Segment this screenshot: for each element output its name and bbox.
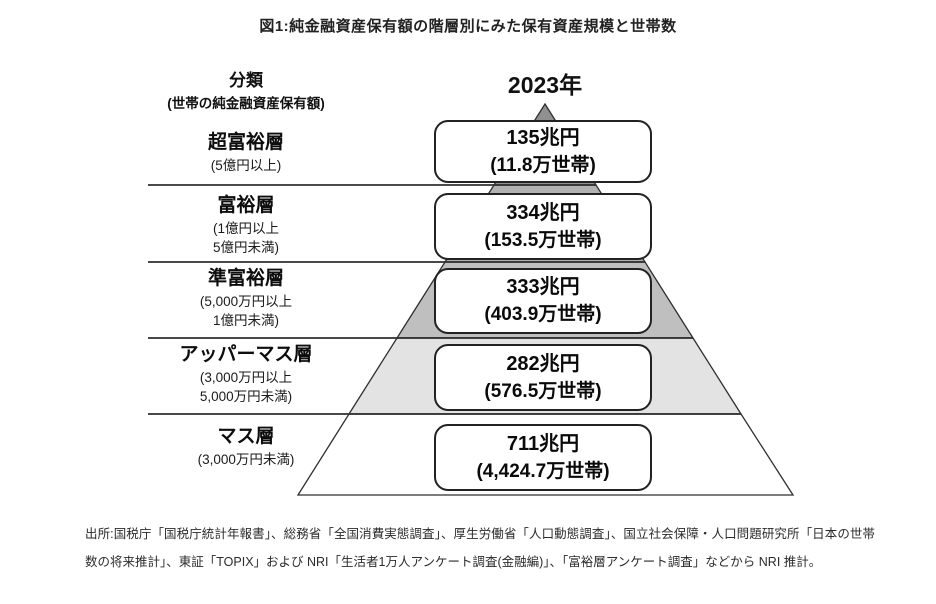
tier-households: (4,424.7万世帯) <box>476 460 610 482</box>
tier-label-1: 超富裕層 (5億円以上) <box>126 130 366 175</box>
tier-label-5: マス層 (3,000万円未満) <box>126 424 366 469</box>
tier-range: (5,000万円以上 <box>199 294 293 309</box>
tier-amount: 333兆円 <box>506 276 580 298</box>
tier-households: (403.9万世帯) <box>484 304 602 325</box>
tier-value-box-5: 711兆円 (4,424.7万世帯) <box>434 424 652 491</box>
tier-label-2: 富裕層 (1億円以上 5億円未満) <box>126 193 366 257</box>
tier-amount: 135兆円 <box>506 126 580 149</box>
tier-name: アッパーマス層 <box>179 344 313 365</box>
tier-value-box-1: 135兆円 (11.8万世帯) <box>434 120 652 183</box>
figure-title: 図1:純金融資産保有額の階層別にみた保有資産規模と世帯数 <box>259 18 677 35</box>
tier-range: 5,000万円未満) <box>199 389 293 404</box>
tier-amount: 711兆円 <box>506 432 580 455</box>
year-label: 2023年 <box>507 72 583 98</box>
tier-name: 富裕層 <box>217 195 275 216</box>
tier-value-box-3: 333兆円 (403.9万世帯) <box>434 268 652 334</box>
tier-value-box-4: 282兆円 (576.5万世帯) <box>434 344 652 411</box>
tier-households: (11.8万世帯) <box>490 154 596 176</box>
classification-header: 分類 <box>229 71 263 90</box>
tier-range: (3,000万円以上 <box>199 370 293 385</box>
tier-name: 超富裕層 <box>207 132 284 153</box>
tier-range: (3,000万円未満) <box>197 452 295 467</box>
tier-value-box-2: 334兆円 (153.5万世帯) <box>434 193 652 260</box>
tier-label-4: アッパーマス層 (3,000万円以上 5,000万円未満) <box>126 342 366 406</box>
tier-label-3: 準富裕層 (5,000万円以上 1億円未満) <box>126 266 366 330</box>
tier-households: (576.5万世帯) <box>484 380 602 402</box>
tier-range: (1億円以上 <box>212 221 279 236</box>
tier-name: マス層 <box>217 426 275 447</box>
tier-name: 準富裕層 <box>207 268 284 289</box>
tier-amount: 282兆円 <box>506 352 580 375</box>
classification-subheader: (世帯の純金融資産保有額) <box>167 96 325 111</box>
source-note: 出所:国税庁「国税庁統計年報書」、総務省「全国消費実態調査」、厚生労働省「人口動… <box>85 527 875 569</box>
tier-range: 5億円未満) <box>212 240 279 255</box>
tier-households: (153.5万世帯) <box>484 229 602 251</box>
tier-amount: 334兆円 <box>506 201 580 224</box>
tier-range: (5億円以上) <box>210 158 282 173</box>
tier-range: 1億円未満) <box>212 313 279 328</box>
